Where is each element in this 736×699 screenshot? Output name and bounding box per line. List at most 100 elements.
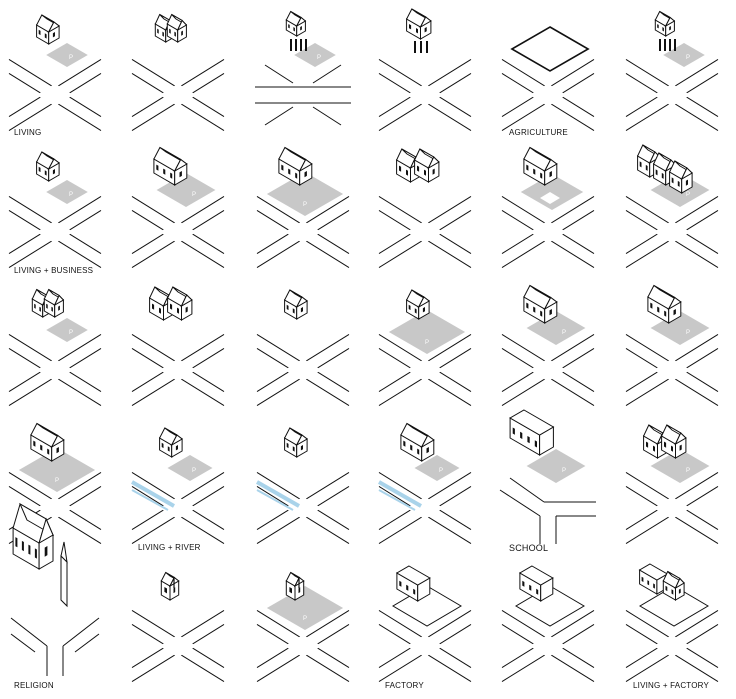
parking-mark: P: [69, 330, 73, 336]
house-on-pillars: [286, 12, 305, 37]
diagram-cell-1-6: P: [626, 12, 718, 131]
label-living-business: LIVING + BUSINESS: [14, 266, 93, 276]
label-school: SCHOOL: [509, 543, 548, 553]
road-crossing: [626, 610, 718, 681]
parking-mark: P: [686, 192, 690, 198]
road-crossing: [626, 196, 718, 267]
parking-mark: P: [69, 55, 73, 61]
road-crossing: [502, 610, 594, 681]
parking-mark: P: [192, 468, 196, 474]
house: [31, 424, 64, 462]
parking-lot: [168, 455, 213, 481]
house: [524, 148, 557, 186]
diagram-cell-5-5: [502, 566, 594, 682]
parking-mark: P: [439, 468, 443, 474]
parking-mark: P: [686, 55, 690, 61]
diagram-cell-1-3: P: [255, 12, 351, 126]
diagram-cell-2-6: P: [626, 145, 718, 268]
house: [407, 290, 430, 319]
label-living-factory: LIVING + FACTORY: [633, 681, 709, 691]
parking-mark: P: [55, 478, 59, 484]
house: [279, 148, 312, 186]
house-on-pillars: [655, 12, 674, 37]
house: [44, 290, 63, 318]
diagram-cell-3-2: [132, 287, 224, 406]
house: [37, 152, 60, 181]
road-crossing: [379, 196, 471, 267]
road-crossing: [379, 610, 471, 681]
parking-mark: P: [686, 468, 690, 474]
road-crossing: [379, 59, 471, 130]
school-building: [510, 410, 553, 455]
diagram-cell-5-2: [132, 573, 224, 682]
chapel: [161, 573, 178, 601]
road-crossing: [9, 196, 101, 267]
road-straight: [255, 65, 351, 125]
parking-mark: P: [303, 202, 307, 208]
road-crossing: [502, 334, 594, 405]
road-crossing: [379, 472, 471, 543]
parking-mark: P: [192, 192, 196, 198]
diagram-cell-5-1: [11, 504, 99, 676]
diagram-cell-2-4: [379, 149, 471, 268]
diagram-cell-5-4: [379, 566, 471, 682]
diagram-cell-3-3: [257, 290, 349, 406]
label-religion: RELIGION: [14, 681, 54, 691]
road-crossing: [9, 334, 101, 405]
diagram-cell-5-3: P: [257, 573, 349, 682]
diagram-cell-3-4: P: [379, 290, 471, 406]
factory-building: [397, 566, 430, 601]
row-house: [670, 161, 693, 193]
road-crossing: [626, 59, 718, 130]
road-t-junction: [500, 478, 596, 544]
diagram-cell-2-5: [502, 148, 594, 268]
label-agriculture: AGRICULTURE: [509, 128, 568, 138]
road-crossing: [257, 472, 349, 543]
road-crossing: [132, 334, 224, 405]
parking-lot: [46, 180, 88, 204]
house-on-pillars: [407, 9, 431, 39]
diagram-cell-2-2: P: [132, 148, 224, 268]
parking-mark: P: [686, 330, 690, 336]
road-crossing: [9, 59, 101, 130]
house: [401, 424, 434, 462]
diagram-cell-1-1: P: [9, 15, 101, 131]
house: [524, 286, 557, 324]
diagram-cell-3-6: P: [626, 286, 718, 406]
diagram-cell-4-2: P: [132, 428, 224, 544]
road-crossing: [132, 472, 224, 543]
parking-mark: P: [69, 192, 73, 198]
agricultural-field: [512, 27, 588, 71]
diagram-cell-2-1: P: [9, 152, 101, 268]
parking-mark: P: [317, 55, 321, 61]
house: [648, 286, 681, 324]
label-living-river: LIVING + RIVER: [138, 543, 201, 553]
house: [167, 15, 186, 43]
road-crossing: [132, 196, 224, 267]
house: [160, 428, 183, 457]
diagram-cell-1-2: [132, 15, 224, 131]
diagram-cell-4-5: P: [500, 410, 596, 544]
road-crossing: [626, 334, 718, 405]
factory-building: [520, 566, 553, 601]
road-crossing: [257, 334, 349, 405]
church-tower: [61, 556, 67, 606]
diagram-cell-3-5: P: [502, 286, 594, 406]
road-crossing: [132, 610, 224, 681]
parking-lot: [46, 318, 88, 342]
diagram-cell-4-4: P: [379, 424, 471, 544]
house: [285, 290, 308, 319]
diagram-cell-1-4: [379, 9, 471, 131]
diagram-cell-3-1: P: [9, 290, 101, 406]
diagram-cell-4-6: P: [626, 425, 718, 544]
label-living: LIVING: [14, 128, 41, 138]
road-crossing: [626, 472, 718, 543]
road-crossing: [132, 59, 224, 130]
chapel: [286, 573, 303, 601]
parking-mark: P: [562, 330, 566, 336]
parking-mark: P: [425, 340, 429, 346]
diagram-cell-1-5: [502, 27, 594, 131]
house: [37, 15, 60, 44]
